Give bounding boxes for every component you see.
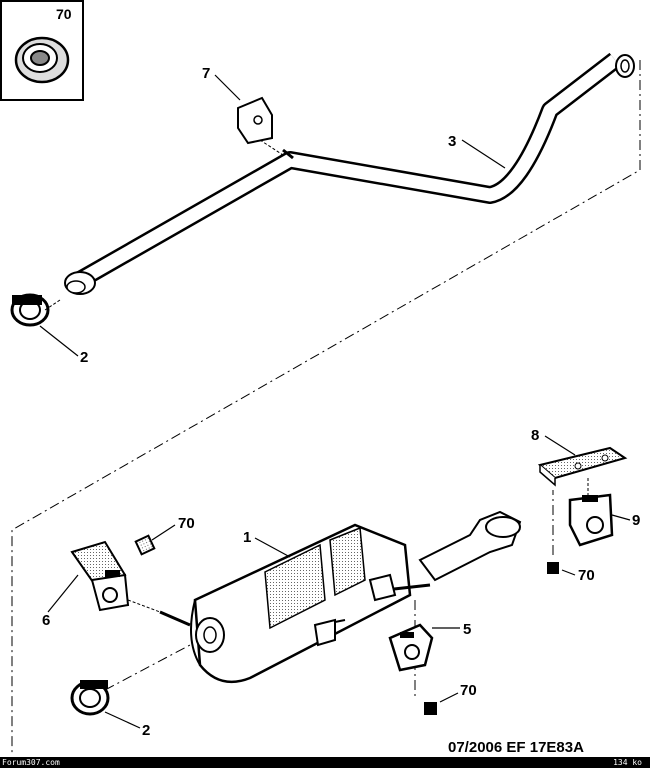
callout-70-bottom: 70 <box>460 682 477 699</box>
clamp-top <box>10 293 61 327</box>
callout-5: 5 <box>463 621 471 638</box>
pad-70-left <box>134 534 156 556</box>
callout-70-left: 70 <box>178 515 195 532</box>
insulator-5 <box>388 623 434 672</box>
footer-size: 134 ko <box>613 758 642 767</box>
inset-label: 70 <box>56 6 72 22</box>
callout-7: 7 <box>202 65 210 82</box>
grommet-icon <box>14 36 70 84</box>
callout-9: 9 <box>632 512 640 529</box>
callout-8: 8 <box>531 427 539 444</box>
callout-2-top: 2 <box>80 349 88 366</box>
callout-1: 1 <box>243 529 251 546</box>
bracket-6 <box>70 540 161 613</box>
pad-70-bottom <box>424 702 437 715</box>
callout-2-bottom: 2 <box>142 722 150 739</box>
pad-70-right <box>547 562 559 574</box>
callout-6: 6 <box>42 612 50 629</box>
hanger-bracket <box>537 446 628 495</box>
footer-site: Forum307.com <box>2 758 60 767</box>
callout-70-right: 70 <box>578 567 595 584</box>
insulator-9 <box>568 493 614 547</box>
clamp-bottom <box>70 644 191 716</box>
rubber-mount <box>237 96 284 156</box>
footer-bar <box>0 757 650 768</box>
intermediate-pipe <box>64 52 635 295</box>
inset-box: 70 <box>0 0 84 101</box>
callout-3: 3 <box>448 133 456 150</box>
reference-code: 07/2006 EF 17E83A <box>448 739 584 756</box>
rear-silencer <box>159 510 522 684</box>
leader-lines <box>39 74 631 729</box>
